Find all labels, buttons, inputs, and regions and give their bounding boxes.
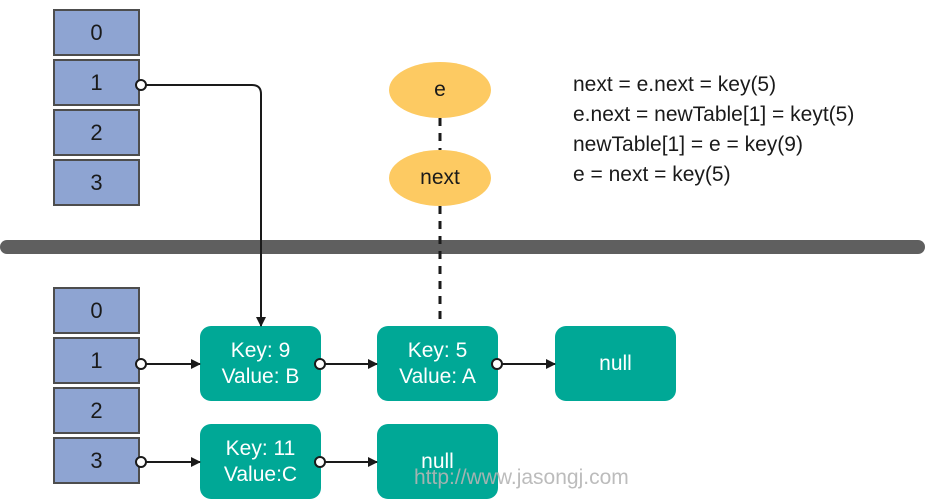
pointer-e: e (389, 62, 491, 118)
pointer-dot-key11 (314, 456, 326, 468)
pointer-dot-new3 (135, 456, 147, 468)
old-bucket-2: 2 (53, 109, 140, 156)
divider-bar (0, 240, 925, 254)
node-key-9-value: Value: B (221, 364, 300, 388)
node-key-11-key: Key: 11 (225, 436, 296, 460)
node-key-5: Key: 5 Value: A (377, 326, 498, 401)
node-key-11: Key: 11 Value:C (200, 424, 321, 499)
old-bucket-0: 0 (53, 9, 140, 56)
watermark: http://www.jasongj.com (414, 466, 629, 489)
node-null-1-text: null (599, 351, 632, 375)
node-null-2-text: null (421, 449, 454, 473)
old-bucket-3: 3 (53, 159, 140, 206)
pointer-dot-old1 (135, 79, 147, 91)
new-bucket-1: 1 (53, 337, 140, 384)
old-bucket-1: 1 (53, 59, 140, 106)
code-line-4: e = next = key(5) (573, 163, 731, 186)
code-line-2: e.next = newTable[1] = keyt(5) (573, 103, 855, 126)
node-key-9-key: Key: 9 (230, 338, 291, 362)
code-line-3: newTable[1] = e = key(9) (573, 133, 803, 156)
arrow-old1-to-key9 (141, 84, 266, 327)
new-bucket-3: 3 (53, 437, 140, 484)
pointer-next: next (389, 150, 491, 206)
pointer-dot-key5 (491, 358, 503, 370)
code-line-1: next = e.next = key(5) (573, 73, 777, 96)
new-bucket-2: 2 (53, 387, 140, 434)
new-bucket-0: 0 (53, 287, 140, 334)
pointer-dot-key9 (314, 358, 326, 370)
node-null-2: null (377, 424, 498, 499)
code-annotations: next = e.next = key(5) e.next = newTable… (573, 70, 854, 190)
node-key-5-value: Value: A (399, 364, 476, 388)
node-key-9: Key: 9 Value: B (200, 326, 321, 401)
node-key-5-key: Key: 5 (407, 338, 468, 362)
node-null-1: null (555, 326, 676, 401)
pointer-dot-new1 (135, 358, 147, 370)
node-key-11-value: Value:C (223, 462, 298, 486)
